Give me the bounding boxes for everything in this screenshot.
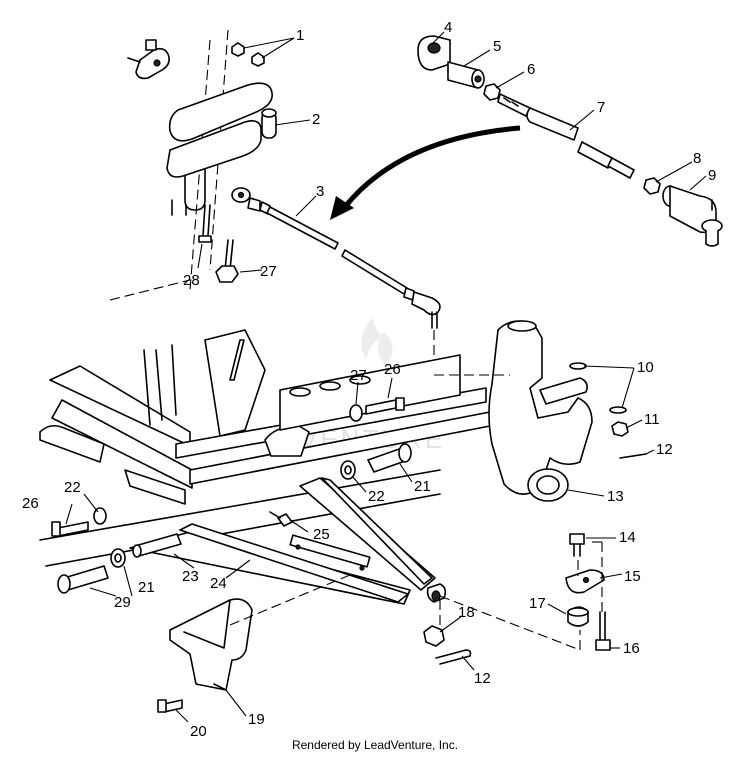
alignment-lines bbox=[229, 374, 603, 651]
callout-26-upper: 26 bbox=[384, 361, 401, 378]
callout-15: 15 bbox=[624, 568, 641, 585]
callout-10: 10 bbox=[637, 359, 654, 376]
callout-27-upper: 27 bbox=[350, 367, 367, 384]
washer-27-lower bbox=[93, 507, 107, 525]
callout-12-upper: 12 bbox=[656, 441, 673, 458]
washer-27-upper bbox=[349, 404, 363, 422]
jam-nut-6 bbox=[483, 83, 501, 101]
rod-end-9 bbox=[662, 185, 723, 247]
bushing-23 bbox=[132, 533, 182, 558]
callout-16: 16 bbox=[623, 640, 640, 657]
callout-21-lower: 29 bbox=[114, 594, 131, 611]
bushing-21-upper bbox=[367, 443, 412, 473]
callout-26-lower: 26 bbox=[22, 495, 39, 512]
callout-8: 8 bbox=[693, 150, 701, 167]
tie-rod-end-left-top bbox=[127, 39, 170, 80]
nut-1 bbox=[231, 42, 265, 67]
bolt-20 bbox=[157, 699, 183, 713]
plate-15 bbox=[565, 569, 605, 594]
callout-1: 1 bbox=[296, 27, 304, 44]
cotter-pin-12-upper bbox=[619, 453, 647, 459]
bolt-28 bbox=[215, 239, 239, 283]
callout-22-upper: 22 bbox=[368, 488, 385, 505]
callout-14: 14 bbox=[619, 529, 636, 546]
washer-10 bbox=[569, 362, 627, 414]
callout-9: 9 bbox=[708, 167, 716, 184]
callout-12-lower: 12 bbox=[474, 670, 491, 687]
callout-27-lower: 22 bbox=[64, 479, 81, 496]
tie-rod-3 bbox=[231, 187, 441, 375]
callout-6: 6 bbox=[527, 61, 535, 78]
callout-19: 19 bbox=[248, 711, 265, 728]
callout-22-lower: 21 bbox=[138, 579, 155, 596]
bolt-29 bbox=[198, 204, 212, 243]
pitman-arm bbox=[166, 82, 277, 178]
callout-18: 18 bbox=[458, 604, 475, 621]
tie-rod-7 bbox=[497, 93, 635, 179]
render-credit: Rendered by LeadVenture, Inc. bbox=[291, 738, 459, 752]
grease-fitting-25 bbox=[269, 511, 293, 527]
bolt-26-upper bbox=[365, 397, 405, 415]
leader-lines bbox=[65, 31, 707, 723]
callout-7: 7 bbox=[597, 99, 605, 116]
washer-22-lower bbox=[110, 548, 126, 568]
callout-29: 28 bbox=[183, 272, 200, 289]
jam-nut-8 bbox=[643, 177, 661, 195]
callout-3: 3 bbox=[316, 183, 324, 200]
direction-arrow bbox=[330, 125, 521, 220]
callout-17: 17 bbox=[529, 595, 546, 612]
steering-knuckle-13 bbox=[488, 320, 593, 502]
a-arm-24 bbox=[129, 477, 447, 605]
callout-4: 4 bbox=[444, 19, 452, 36]
callout-labels: 1 2 3 4 5 6 7 8 9 10 11 12 13 14 15 16 1… bbox=[22, 19, 716, 740]
castle-nut-18 bbox=[423, 625, 445, 647]
skid-plate-19 bbox=[169, 598, 253, 691]
callout-23: 23 bbox=[182, 568, 199, 585]
callout-28: 27 bbox=[260, 263, 277, 280]
bolt-16 bbox=[595, 611, 611, 651]
callout-2: 2 bbox=[312, 111, 320, 128]
cotter-pin-12-lower bbox=[435, 649, 472, 665]
bushing-21-lower bbox=[57, 565, 109, 594]
nut-11 bbox=[611, 421, 629, 437]
callout-21-upper: 21 bbox=[414, 478, 431, 495]
bolt-26-lower bbox=[51, 521, 89, 537]
callout-25: 25 bbox=[313, 526, 330, 543]
bolt-14 bbox=[569, 533, 585, 557]
rod-end-4 bbox=[417, 35, 451, 71]
callout-20: 20 bbox=[190, 723, 207, 740]
sleeve-5 bbox=[447, 61, 485, 89]
callout-11: 11 bbox=[644, 411, 660, 428]
ball-joint-17 bbox=[567, 606, 589, 627]
callout-5: 5 bbox=[493, 38, 501, 55]
callout-24: 24 bbox=[210, 575, 227, 592]
callout-13: 13 bbox=[607, 488, 624, 505]
washer-22-upper bbox=[340, 460, 356, 480]
